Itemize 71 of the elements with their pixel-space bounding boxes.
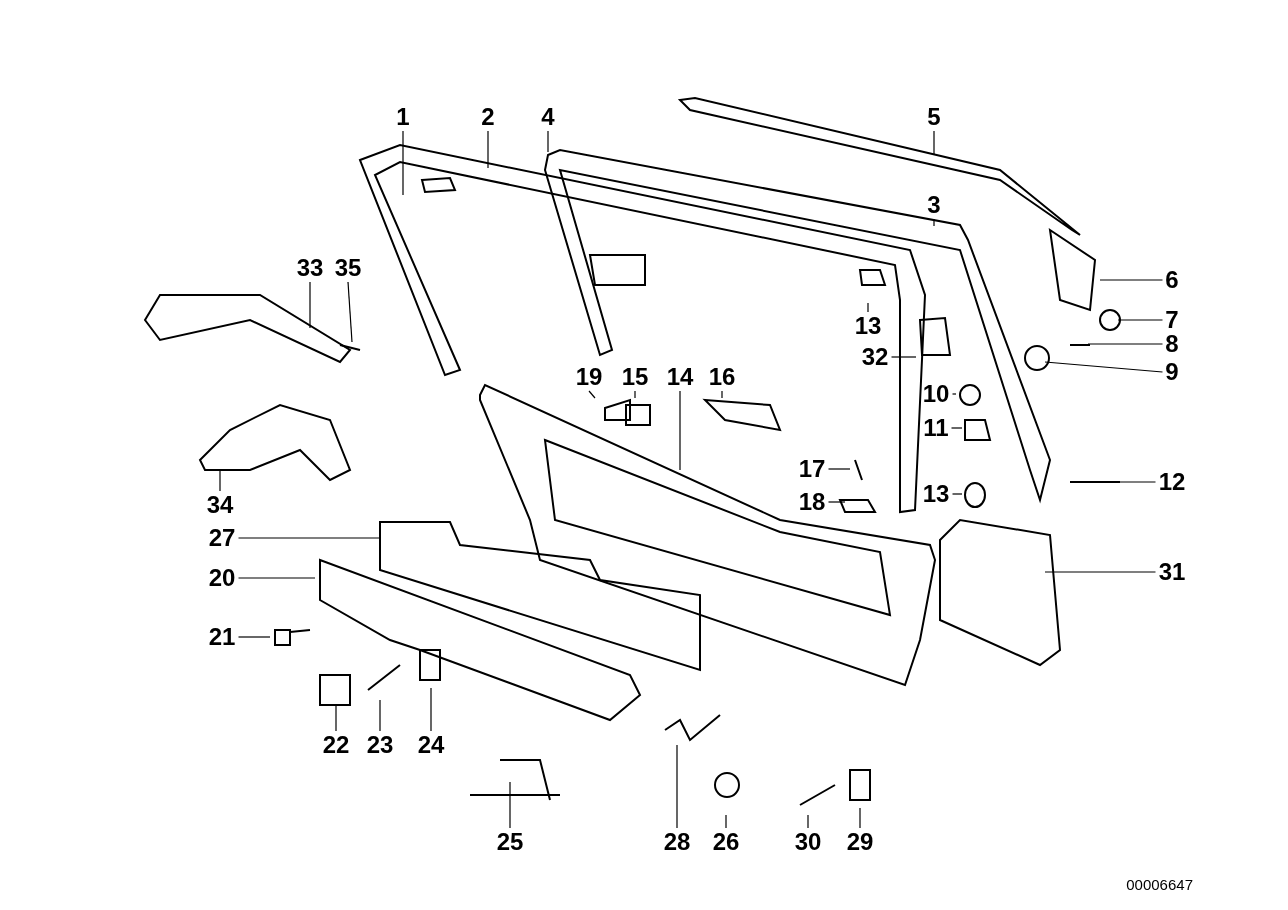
callout-number: 23 xyxy=(366,733,394,757)
leader-line xyxy=(588,390,596,399)
callout-number: 13 xyxy=(922,482,950,506)
callout-number: 15 xyxy=(621,365,649,389)
callout-number: 33 xyxy=(296,256,324,280)
callout-number: 18 xyxy=(798,490,826,514)
leader-line xyxy=(867,302,869,313)
callout-number: 24 xyxy=(417,733,445,757)
callout-number: 8 xyxy=(1165,332,1179,356)
callout-number: 20 xyxy=(208,566,236,590)
leader-line xyxy=(807,814,809,829)
leader-line xyxy=(237,537,381,539)
leader-line xyxy=(725,814,727,829)
leader-line xyxy=(1044,571,1157,573)
leader-line xyxy=(827,501,846,503)
drawing-number: 00006647 xyxy=(1126,876,1193,893)
leader-line xyxy=(676,744,678,829)
callout-number: 5 xyxy=(927,105,941,129)
callout-number: 22 xyxy=(322,733,350,757)
leader-line xyxy=(379,699,381,732)
callout-number: 32 xyxy=(861,345,889,369)
callout-number: 30 xyxy=(794,830,822,854)
leader-line xyxy=(547,130,549,153)
leader-line xyxy=(1099,279,1164,281)
callout-number: 29 xyxy=(846,830,874,854)
callout-number: 28 xyxy=(663,830,691,854)
leader-line xyxy=(950,427,963,429)
leader-line xyxy=(237,577,316,579)
leader-line xyxy=(309,281,311,329)
leader-line xyxy=(859,807,861,829)
leader-line xyxy=(237,636,271,638)
callout-number: 14 xyxy=(666,365,694,389)
leader-line xyxy=(430,687,432,732)
leader-line xyxy=(827,468,851,470)
callout-number: 11 xyxy=(923,416,949,440)
callout-number: 6 xyxy=(1165,268,1179,292)
callout-number: 17 xyxy=(798,457,826,481)
leader-line xyxy=(634,390,636,399)
callout-number: 21 xyxy=(208,625,236,649)
callout-number: 3 xyxy=(927,193,941,217)
leader-line xyxy=(487,130,489,169)
callout-number: 13 xyxy=(854,314,882,338)
leader-line xyxy=(219,469,221,492)
callout-number: 7 xyxy=(1165,308,1179,332)
leader-line xyxy=(951,393,957,395)
leader-line xyxy=(1044,361,1164,373)
callout-number: 10 xyxy=(922,382,950,406)
leader-line xyxy=(1087,343,1164,345)
callout-number: 19 xyxy=(575,365,603,389)
callout-number: 9 xyxy=(1165,360,1179,384)
callout-number: 31 xyxy=(1158,560,1186,584)
leader-line xyxy=(890,356,917,358)
leader-line xyxy=(951,493,963,495)
callout-number: 26 xyxy=(712,830,740,854)
leader-line xyxy=(933,218,935,227)
leader-line xyxy=(335,704,337,732)
leader-line xyxy=(1117,319,1164,321)
callout-number: 35 xyxy=(334,256,362,280)
callout-number: 16 xyxy=(708,365,736,389)
callout-number: 4 xyxy=(541,105,555,129)
leader-line xyxy=(721,390,723,399)
callout-number: 34 xyxy=(206,493,234,517)
callout-number: 2 xyxy=(481,105,495,129)
callout-number: 27 xyxy=(208,526,236,550)
callout-number: 12 xyxy=(1158,470,1186,494)
leader-line xyxy=(933,130,935,156)
leader-line xyxy=(679,390,681,471)
callout-number: 25 xyxy=(496,830,524,854)
leader-line xyxy=(509,781,511,829)
callout-number: 1 xyxy=(396,105,410,129)
leader-line xyxy=(347,281,353,343)
